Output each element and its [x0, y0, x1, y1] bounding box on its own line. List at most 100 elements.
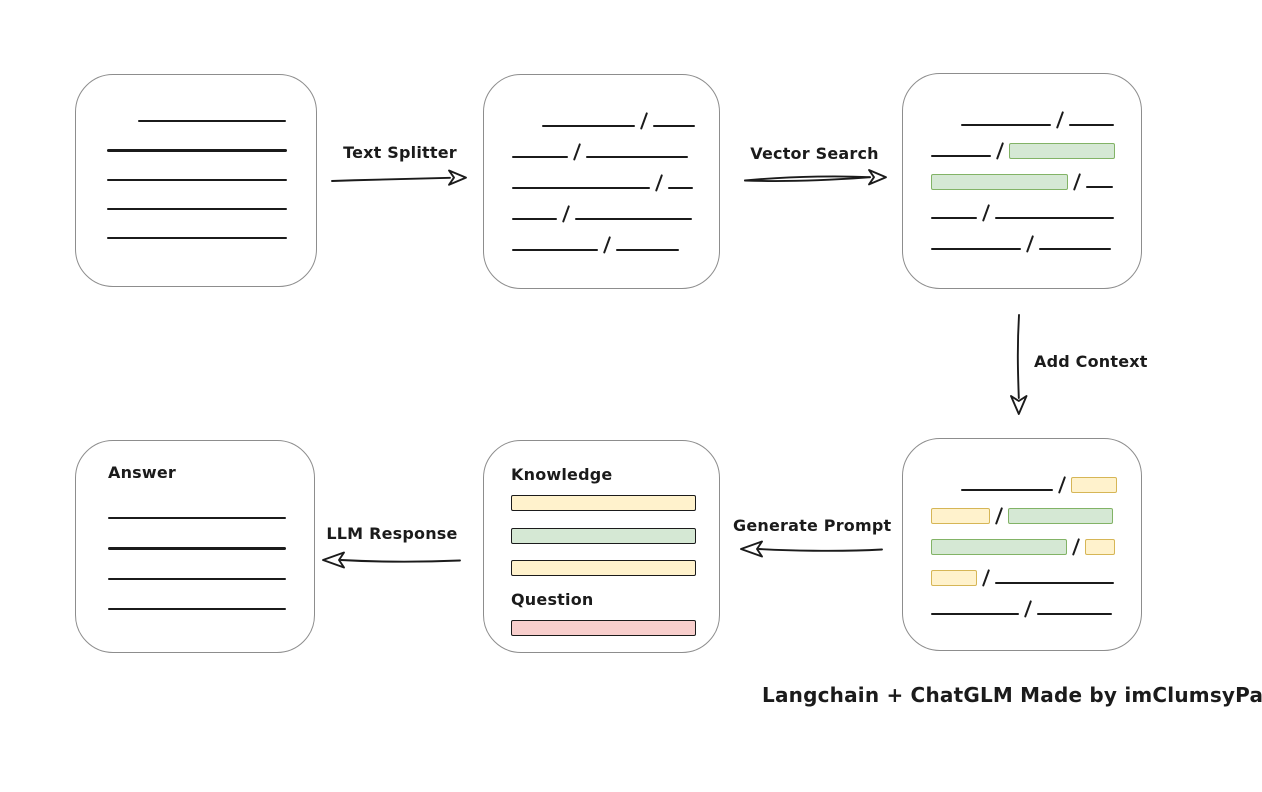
yellow-bar [511, 560, 696, 576]
question-label: Question [511, 590, 594, 609]
text-line [616, 248, 680, 251]
slash-separator [995, 142, 1005, 160]
yellow-bar [511, 495, 696, 511]
slash-separator [1055, 111, 1065, 129]
text-row [931, 463, 1141, 494]
slash-separator [981, 204, 991, 222]
text-row [931, 98, 1141, 129]
yellow-highlight [1071, 477, 1118, 493]
text-line [512, 155, 568, 158]
generate-prompt-label: Generate Prompt [733, 516, 892, 535]
slash-separator [1072, 173, 1082, 191]
red-bar [511, 620, 696, 636]
context-added-node [902, 438, 1142, 651]
text-line [995, 581, 1115, 584]
prompt-node: Knowledge Question [483, 440, 720, 653]
text-row [931, 556, 1141, 587]
slash-separator [1071, 538, 1081, 556]
knowledge-bars [511, 495, 696, 576]
text-splitter-arrow-icon [331, 169, 467, 186]
text-line [107, 178, 287, 181]
text-line [575, 217, 693, 220]
slash-separator [572, 143, 582, 161]
text-row [512, 161, 719, 192]
vector-search-arrow-icon [744, 169, 887, 186]
slash-separator [1057, 476, 1067, 494]
text-line [931, 612, 1019, 615]
text-line [107, 207, 287, 211]
text-line [931, 154, 991, 157]
text-row [931, 587, 1141, 618]
text-line [1086, 185, 1114, 188]
text-line [586, 155, 689, 158]
slash-separator [654, 174, 664, 192]
text-splitter-label: Text Splitter [343, 143, 457, 162]
text-row [931, 222, 1141, 253]
split-rows [484, 75, 719, 254]
text-row [931, 525, 1141, 556]
text-line [931, 216, 977, 219]
text-row [931, 129, 1141, 160]
text-row [931, 494, 1141, 525]
text-line [995, 216, 1115, 219]
source-document-node [75, 74, 317, 287]
yellow-highlight [931, 508, 990, 524]
text-line [668, 186, 694, 189]
text-line [512, 248, 598, 251]
context-rows [903, 439, 1141, 618]
text-line [542, 124, 635, 127]
yellow-highlight [931, 570, 977, 586]
text-line [1069, 123, 1115, 126]
green-bar [511, 528, 696, 544]
text-line [512, 217, 557, 220]
text-line [512, 186, 650, 189]
text-line [108, 577, 286, 580]
text-row [512, 223, 719, 254]
vector-result-rows [903, 74, 1141, 253]
add-context-label: Add Context [1034, 352, 1148, 371]
text-line [1037, 612, 1113, 615]
green-highlight [931, 539, 1067, 555]
diagram-caption: Langchain + ChatGLM Made by imClumsyPand… [762, 683, 1262, 707]
text-line [961, 123, 1051, 126]
text-row [512, 99, 719, 130]
text-line [138, 120, 286, 123]
slash-separator [1023, 600, 1033, 618]
vector-search-result-node [902, 73, 1142, 289]
text-line [961, 488, 1053, 491]
answer-label: Answer [108, 463, 177, 482]
question-bars [511, 620, 696, 636]
text-line [108, 517, 286, 520]
green-highlight [1008, 508, 1114, 524]
text-line [653, 124, 696, 127]
text-row [512, 192, 719, 223]
slash-separator [994, 507, 1004, 525]
llm-response-label: LLM Response [326, 524, 458, 543]
text-row [931, 160, 1141, 191]
slash-separator [639, 112, 649, 130]
green-highlight [931, 174, 1068, 190]
split-text-node [483, 74, 720, 289]
slash-separator [1025, 235, 1035, 253]
answer-node: Answer [75, 440, 315, 653]
text-line [107, 237, 287, 240]
slash-separator [602, 236, 612, 254]
slash-separator [981, 569, 991, 587]
knowledge-label: Knowledge [511, 465, 613, 484]
green-highlight [1009, 143, 1116, 159]
generate-prompt-arrow-icon [740, 540, 883, 558]
add-context-arrow-icon [1010, 314, 1028, 415]
llm-response-arrow-icon [322, 551, 461, 569]
text-line [931, 247, 1021, 250]
slash-separator [561, 205, 571, 223]
text-line [107, 149, 287, 152]
text-row [931, 191, 1141, 222]
text-line [1039, 247, 1112, 250]
vector-search-label: Vector Search [750, 144, 879, 163]
text-line [108, 607, 286, 611]
yellow-highlight [1085, 539, 1116, 555]
document-lines [76, 75, 316, 240]
text-row [512, 130, 719, 161]
text-line [108, 547, 286, 550]
